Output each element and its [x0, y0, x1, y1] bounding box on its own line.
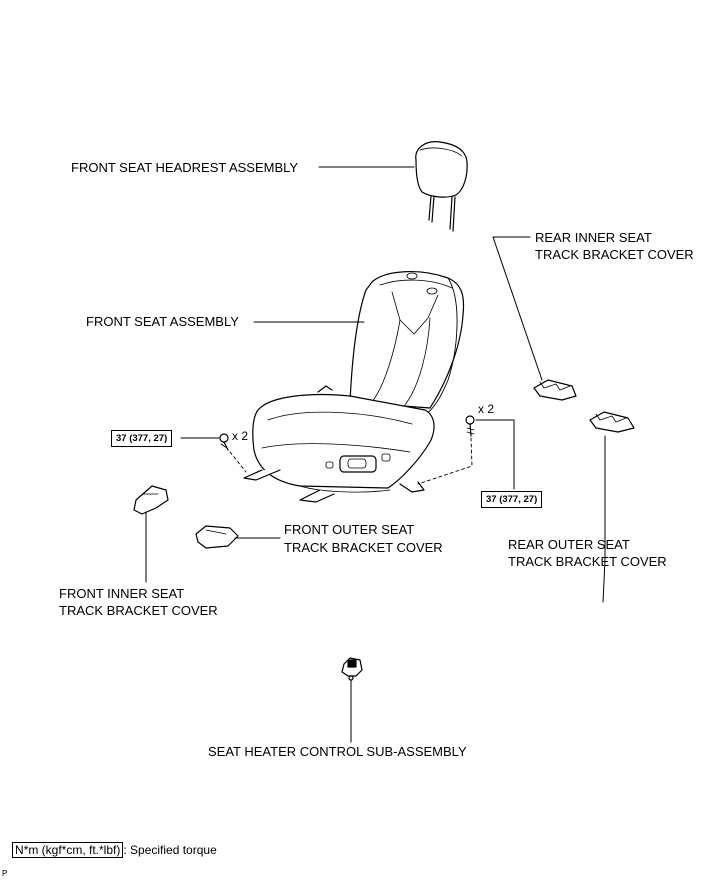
left-bolt — [219, 433, 247, 473]
label-front-inner-2: TRACK BRACKET COVER — [59, 603, 218, 618]
label-front-inner-1: FRONT INNER SEAT — [59, 586, 185, 601]
label-rear-outer-1: REAR OUTER SEAT — [508, 537, 630, 552]
label-rear-inner-1: REAR INNER SEAT — [535, 230, 652, 245]
quantity-left: x 2 — [232, 429, 249, 443]
quantity-right: x 2 — [478, 402, 495, 416]
label-rear-inner-2: TRACK BRACKET COVER — [535, 247, 694, 262]
torque-spec-right: 37 (377, 27) — [481, 491, 543, 508]
page-code: P — [2, 869, 8, 878]
legend-description: : Specified torque — [123, 843, 217, 857]
label-front-outer-2: TRACK BRACKET COVER — [284, 540, 443, 555]
seat-part — [243, 271, 465, 503]
leader-lines — [145, 166, 606, 743]
right-bolt — [417, 415, 475, 485]
headrest-part — [415, 141, 468, 232]
legend-unit: N*m (kgf*cm, ft.*lbf) — [12, 842, 124, 858]
torque-spec-left: 37 (377, 27) — [111, 430, 173, 447]
label-seat: FRONT SEAT ASSEMBLY — [86, 314, 239, 329]
rear-inner-cover-part — [533, 379, 577, 401]
torque-legend: N*m (kgf*cm, ft.*lbf): Specified torque — [12, 842, 217, 858]
label-front-outer-1: FRONT OUTER SEAT — [284, 522, 415, 537]
heater-control-part — [341, 657, 363, 681]
rear-outer-cover-part — [589, 411, 635, 433]
front-inner-cover-part — [133, 485, 169, 515]
front-outer-cover-part — [195, 525, 239, 549]
label-rear-outer-2: TRACK BRACKET COVER — [508, 554, 667, 569]
label-headrest: FRONT SEAT HEADREST ASSEMBLY — [71, 160, 299, 175]
label-heater: SEAT HEATER CONTROL SUB-ASSEMBLY — [208, 744, 467, 759]
